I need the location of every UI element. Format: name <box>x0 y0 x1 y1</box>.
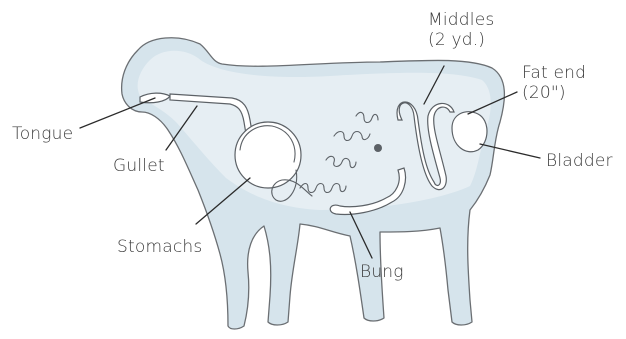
label-stomachs: Stomachs <box>117 237 202 257</box>
label-tongue: Tongue <box>12 124 73 144</box>
stomach-organ <box>235 122 301 188</box>
leader-tongue <box>80 98 155 128</box>
label-fat-end: Fat end (20") <box>522 63 586 103</box>
label-middles-line2: (2 yd.) <box>428 30 494 50</box>
label-gullet: Gullet <box>113 156 165 176</box>
label-fat-end-line2: (20") <box>522 83 586 103</box>
label-fat-end-line1: Fat end <box>522 63 586 83</box>
coil-knot <box>374 144 382 152</box>
label-bung: Bung <box>360 262 404 282</box>
label-middles: Middles (2 yd.) <box>428 10 494 50</box>
label-bladder: Bladder <box>546 151 613 171</box>
label-middles-line1: Middles <box>428 10 494 30</box>
